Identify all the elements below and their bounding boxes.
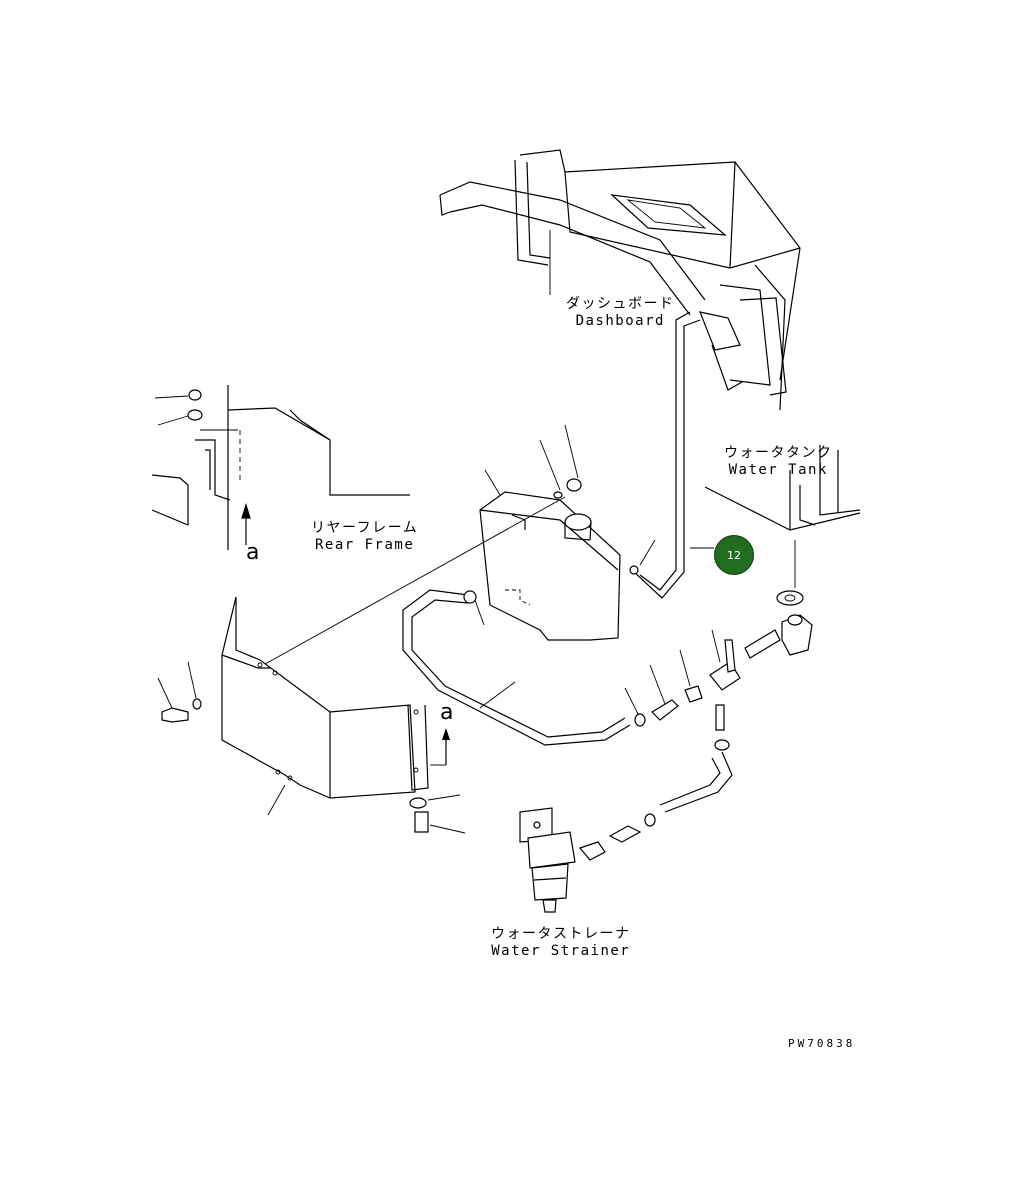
fittings-chain (624, 614, 813, 751)
dashboard-assembly (439, 149, 801, 411)
drawing-code: PW70838 (788, 1037, 856, 1050)
leader-line (257, 496, 566, 669)
rear-frame-label-en: Rear Frame (314, 537, 415, 553)
water-tank-label: ウォータタンク Water Tank (724, 445, 833, 479)
hose-loop (402, 589, 631, 746)
dashboard-label-en: Dashboard (575, 313, 665, 329)
guard-fasteners (157, 661, 466, 834)
water-tank-label-en: Water Tank (728, 462, 828, 478)
water-strainer-label-en: Water Strainer (491, 943, 631, 959)
water-strainer-label: ウォータストレーナ Water Strainer (491, 926, 631, 960)
water-tank (479, 424, 621, 641)
water-strainer-label-jp: ウォータストレーナ (491, 926, 631, 942)
tank-mount-frame (704, 445, 861, 606)
part-number-badge[interactable]: 12 (714, 535, 754, 575)
rear-frame-label-jp: リヤーフレーム (311, 520, 419, 536)
water-strainer (519, 807, 576, 913)
strainer-hose (578, 751, 733, 861)
overflow-tube (629, 311, 714, 599)
guard-plate (221, 596, 429, 816)
rear-frame-detail (151, 385, 410, 550)
dashboard-label-jp: ダッシュボード (566, 296, 675, 312)
rear-frame-label: リヤーフレーム Rear Frame (311, 520, 418, 554)
detail-a-callout-upper: a (246, 540, 260, 565)
detail-a-callout-lower: a (440, 700, 454, 725)
water-tank-label-jp: ウォータタンク (724, 445, 833, 461)
dashboard-label: ダッシュボード Dashboard (566, 296, 675, 330)
